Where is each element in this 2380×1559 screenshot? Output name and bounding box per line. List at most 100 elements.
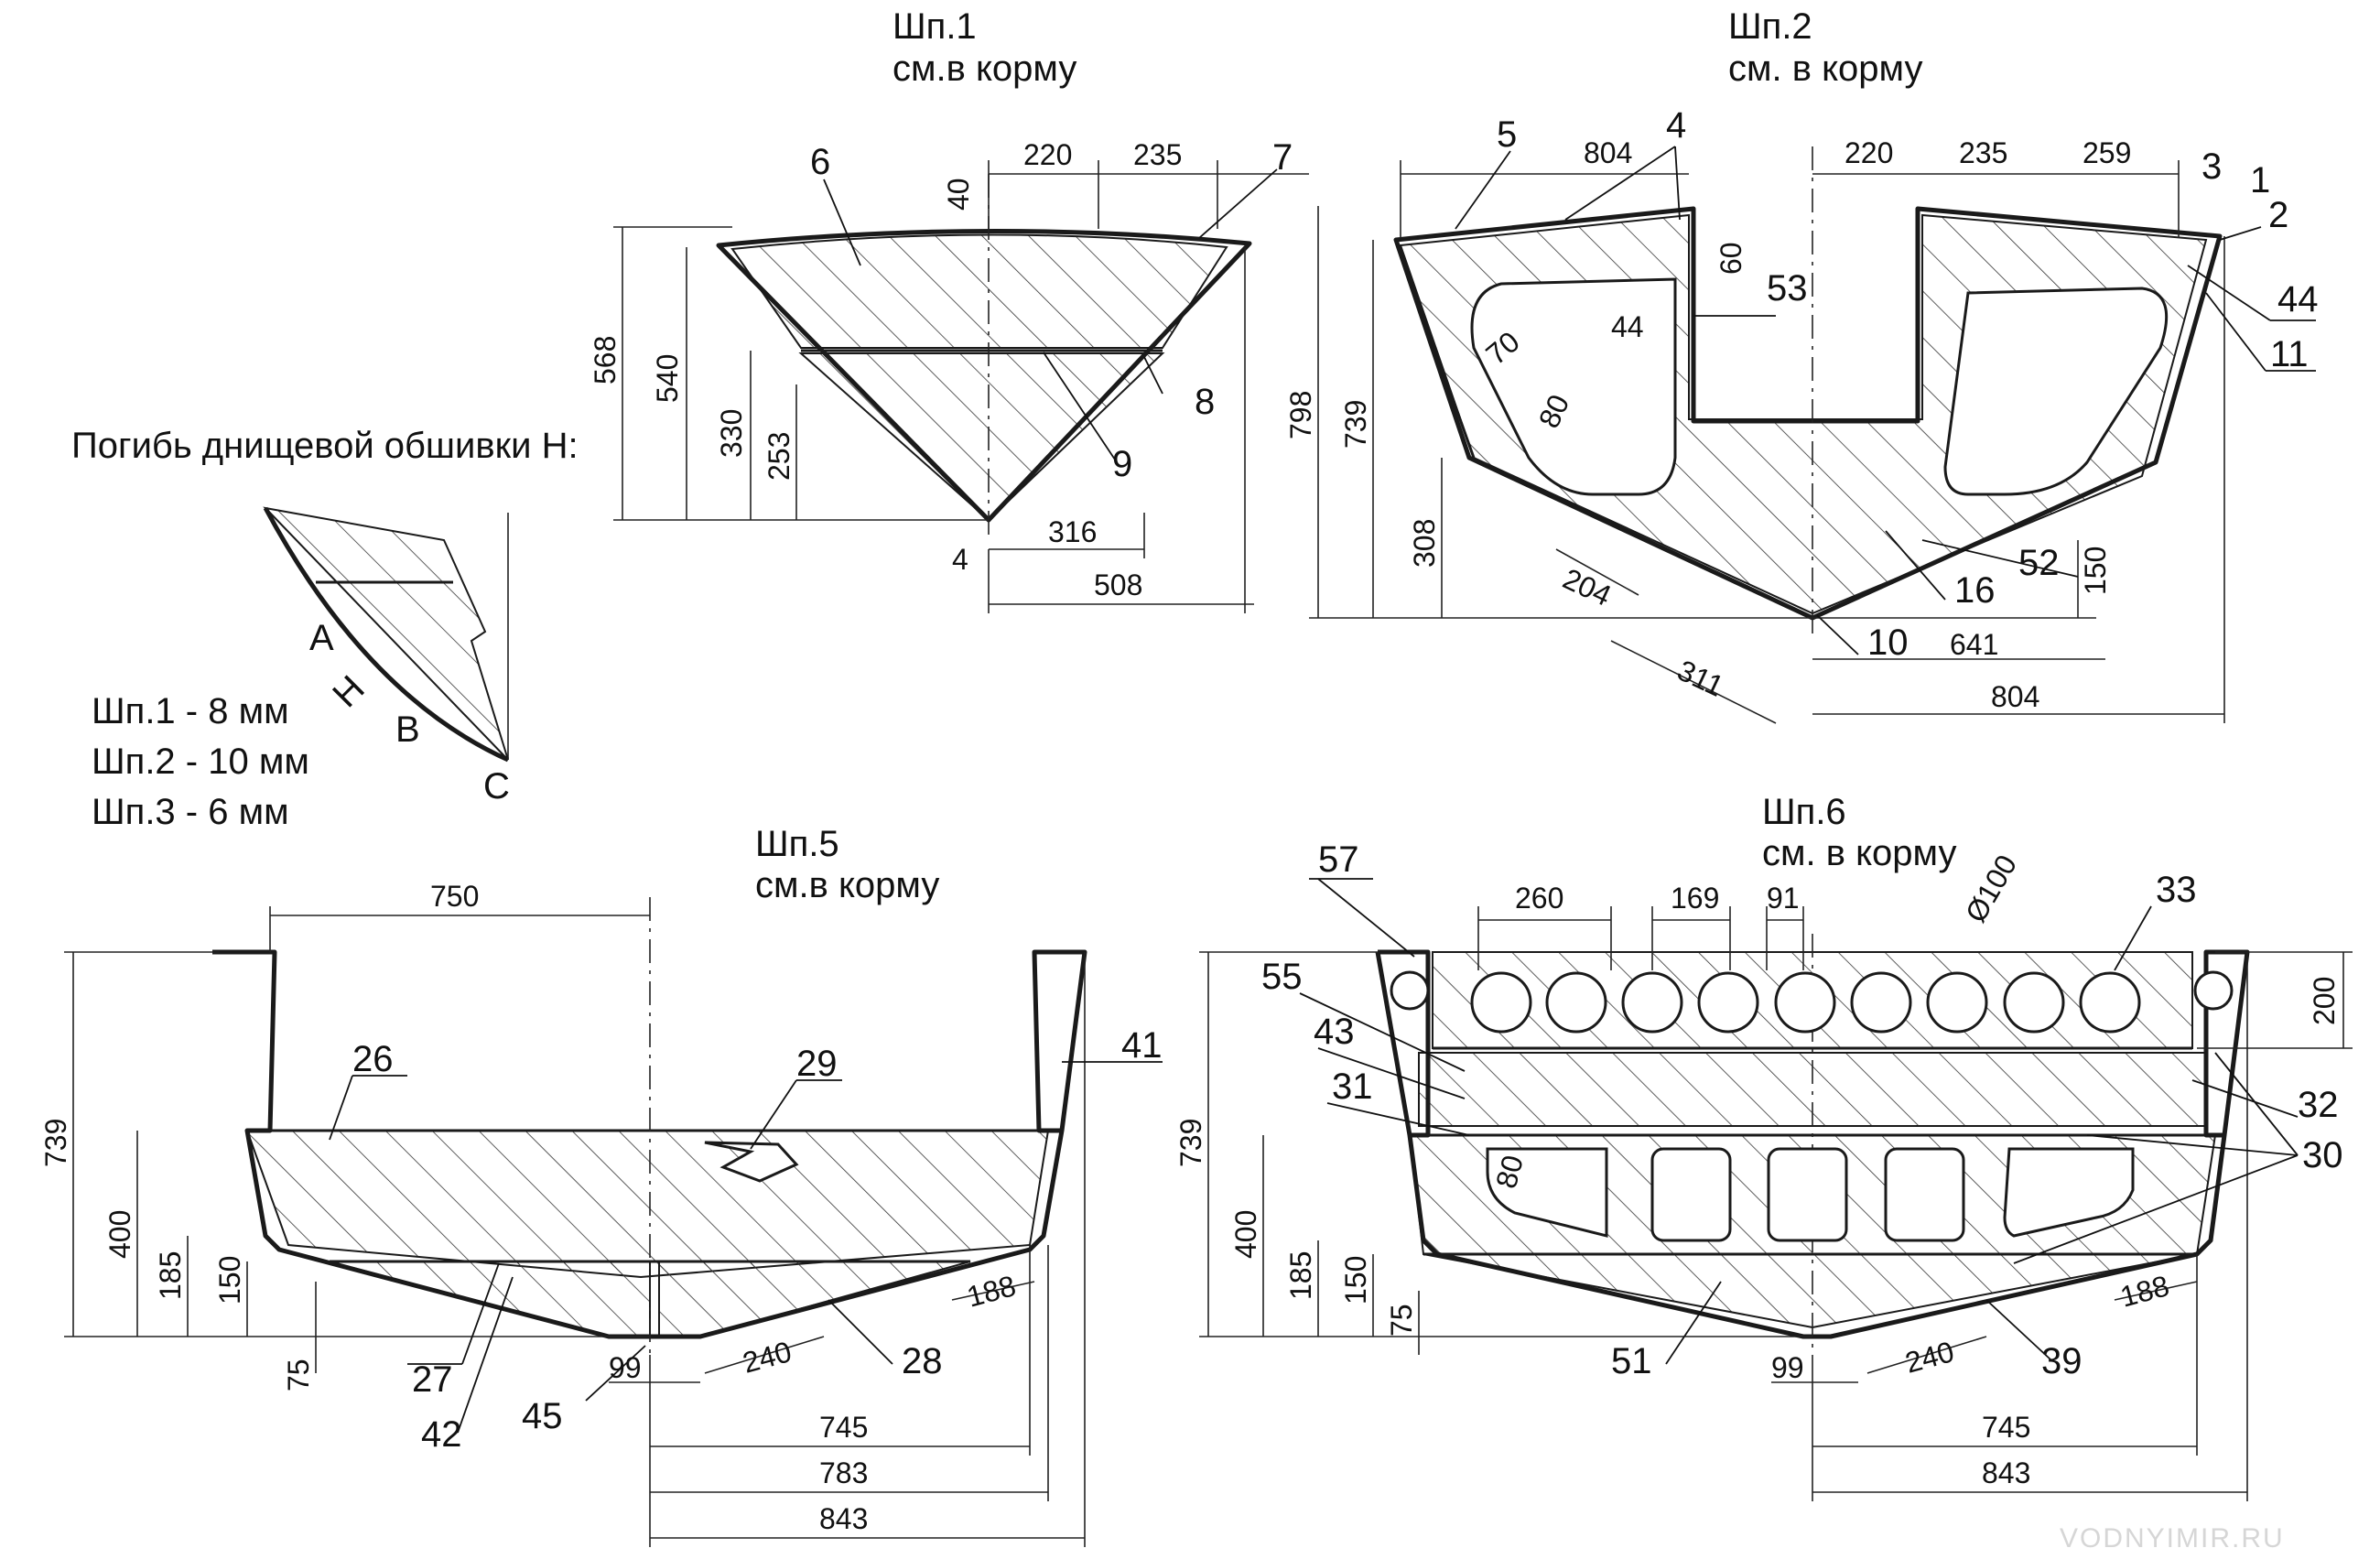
frame-5-keel-panel-right [658, 1261, 971, 1337]
dim-185-f5: 185 [154, 1251, 187, 1300]
dim-739: 739 [1339, 400, 1372, 449]
frame-2-hull-outline [1393, 206, 2223, 621]
dim-259: 259 [2082, 136, 2131, 169]
frame-6: Шп.6 см. в корму [1174, 792, 2353, 1501]
callout-10: 10 [1867, 623, 1909, 663]
callout-55: 55 [1261, 957, 1303, 997]
bend-plating-line [263, 506, 510, 763]
frame-1-lower-panel [798, 352, 1165, 522]
dim-99-f6: 99 [1771, 1351, 1804, 1384]
callout-32: 32 [2298, 1085, 2339, 1125]
dim-40: 40 [942, 178, 975, 211]
frame-2-title: Шп.2 [1728, 6, 1812, 47]
dim-188-f5: 188 [963, 1269, 1019, 1314]
callout-29: 29 [796, 1044, 838, 1084]
callout-52: 52 [2018, 543, 2060, 583]
dim-798: 798 [1284, 391, 1317, 439]
frame-1-title: Шп.1 [892, 6, 977, 47]
callout-7: 7 [1272, 137, 1293, 178]
frame-6-title: Шп.6 [1762, 792, 1846, 832]
dim-44: 44 [1611, 310, 1644, 343]
callout-45: 45 [522, 1396, 563, 1436]
dim-75-f6: 75 [1385, 1304, 1418, 1337]
callout-43: 43 [1314, 1012, 1355, 1052]
dim-220: 220 [1023, 138, 1072, 171]
callout-42: 42 [421, 1414, 462, 1455]
frame-1-upper-panel [730, 233, 1228, 349]
dim-240-f6: 240 [1901, 1335, 1957, 1380]
dim-75-f5: 75 [282, 1359, 315, 1391]
frame-1-hull-outline [716, 228, 1252, 523]
dim-568: 568 [589, 336, 622, 384]
callout-53: 53 [1767, 268, 1808, 309]
frame-5-subtitle: см.в корму [755, 865, 939, 905]
callout-8: 8 [1195, 382, 1215, 422]
dim-641: 641 [1950, 628, 1998, 661]
dim-330: 330 [715, 409, 748, 458]
frame-6-hole-row [1390, 970, 2234, 1034]
dim-200: 200 [2308, 977, 2341, 1025]
frame-5-keel-panel [329, 1261, 651, 1337]
bend-section [263, 506, 509, 761]
dim-843-f5: 843 [819, 1502, 868, 1535]
callout-5: 5 [1497, 114, 1517, 155]
frame-2-subtitle: см. в корму [1728, 49, 1922, 89]
bend-letter-a: A [309, 618, 334, 658]
bend-title: Погибь днищевой обшивки Н: [71, 426, 579, 466]
bend-value-2: Шп.2 - 10 мм [92, 742, 309, 782]
bend-value-1: Шп.1 - 8 мм [92, 691, 289, 731]
bend-value-3: Шп.3 - 6 мм [92, 792, 289, 832]
callout-31: 31 [1332, 1066, 1373, 1107]
dim-750: 750 [430, 880, 479, 913]
dim-260: 260 [1515, 882, 1563, 915]
watermark: VODNYIMIR.RU [2060, 1523, 2285, 1554]
callout-28: 28 [902, 1341, 943, 1381]
frame-5-break-left [704, 1141, 799, 1183]
frame-2-lightening-hole-right [1943, 287, 2169, 496]
callout-26: 26 [352, 1039, 394, 1079]
dim-220-f2: 220 [1844, 136, 1893, 169]
callout-2: 2 [2268, 195, 2288, 235]
dim-739-f6: 739 [1174, 1119, 1207, 1167]
callout-39: 39 [2041, 1341, 2082, 1381]
dim-60: 60 [1715, 242, 1747, 275]
bend-letter-b: B [395, 709, 420, 750]
callout-30: 30 [2302, 1135, 2343, 1175]
callout-57: 57 [1318, 839, 1359, 880]
frame-5-title: Шп.5 [755, 824, 839, 864]
frame-5-panel [245, 1130, 1050, 1279]
dim-4: 4 [952, 543, 968, 576]
dim-91: 91 [1767, 882, 1800, 915]
dim-400-f5: 400 [103, 1210, 136, 1259]
dim-185-f6: 185 [1284, 1251, 1317, 1300]
callout-16: 16 [1954, 570, 1996, 611]
dim-739-f5: 739 [39, 1119, 72, 1167]
dim-745-f6: 745 [1982, 1411, 2030, 1444]
dim-235-f2: 235 [1959, 136, 2007, 169]
frame-2: Шп.2 см. в корму 804 220 235 [1284, 6, 2319, 724]
frame-1-subtitle: см.в корму [892, 49, 1076, 89]
dim-804-top: 804 [1584, 136, 1632, 169]
callout-11: 11 [2270, 334, 2309, 374]
bend-letter-c: C [483, 766, 510, 807]
callout-1: 1 [2250, 160, 2270, 200]
dim-150-f5: 150 [213, 1256, 246, 1305]
callout-51: 51 [1611, 1341, 1652, 1381]
dim-400-f6: 400 [1229, 1210, 1262, 1259]
callout-41: 41 [1121, 1025, 1163, 1066]
dim-235: 235 [1133, 138, 1182, 171]
dim-188-f6: 188 [2116, 1269, 2172, 1314]
dim-843-f6: 843 [1982, 1456, 2030, 1489]
dim-316: 316 [1048, 515, 1097, 548]
dim-d100: Ø100 [1959, 850, 2023, 928]
frame-6-rect-holes [1486, 1147, 2135, 1242]
dim-150-f6: 150 [1339, 1256, 1372, 1305]
bend-inset: Погибь днищевой обшивки Н: A H B C Шп.1 … [71, 426, 579, 832]
callout-33: 33 [2156, 870, 2197, 910]
dim-204: 204 [1558, 562, 1617, 612]
callout-27: 27 [412, 1359, 453, 1400]
callout-3: 3 [2202, 146, 2222, 187]
callout-6: 6 [810, 142, 830, 182]
frame-6-subtitle: см. в корму [1762, 833, 1956, 873]
